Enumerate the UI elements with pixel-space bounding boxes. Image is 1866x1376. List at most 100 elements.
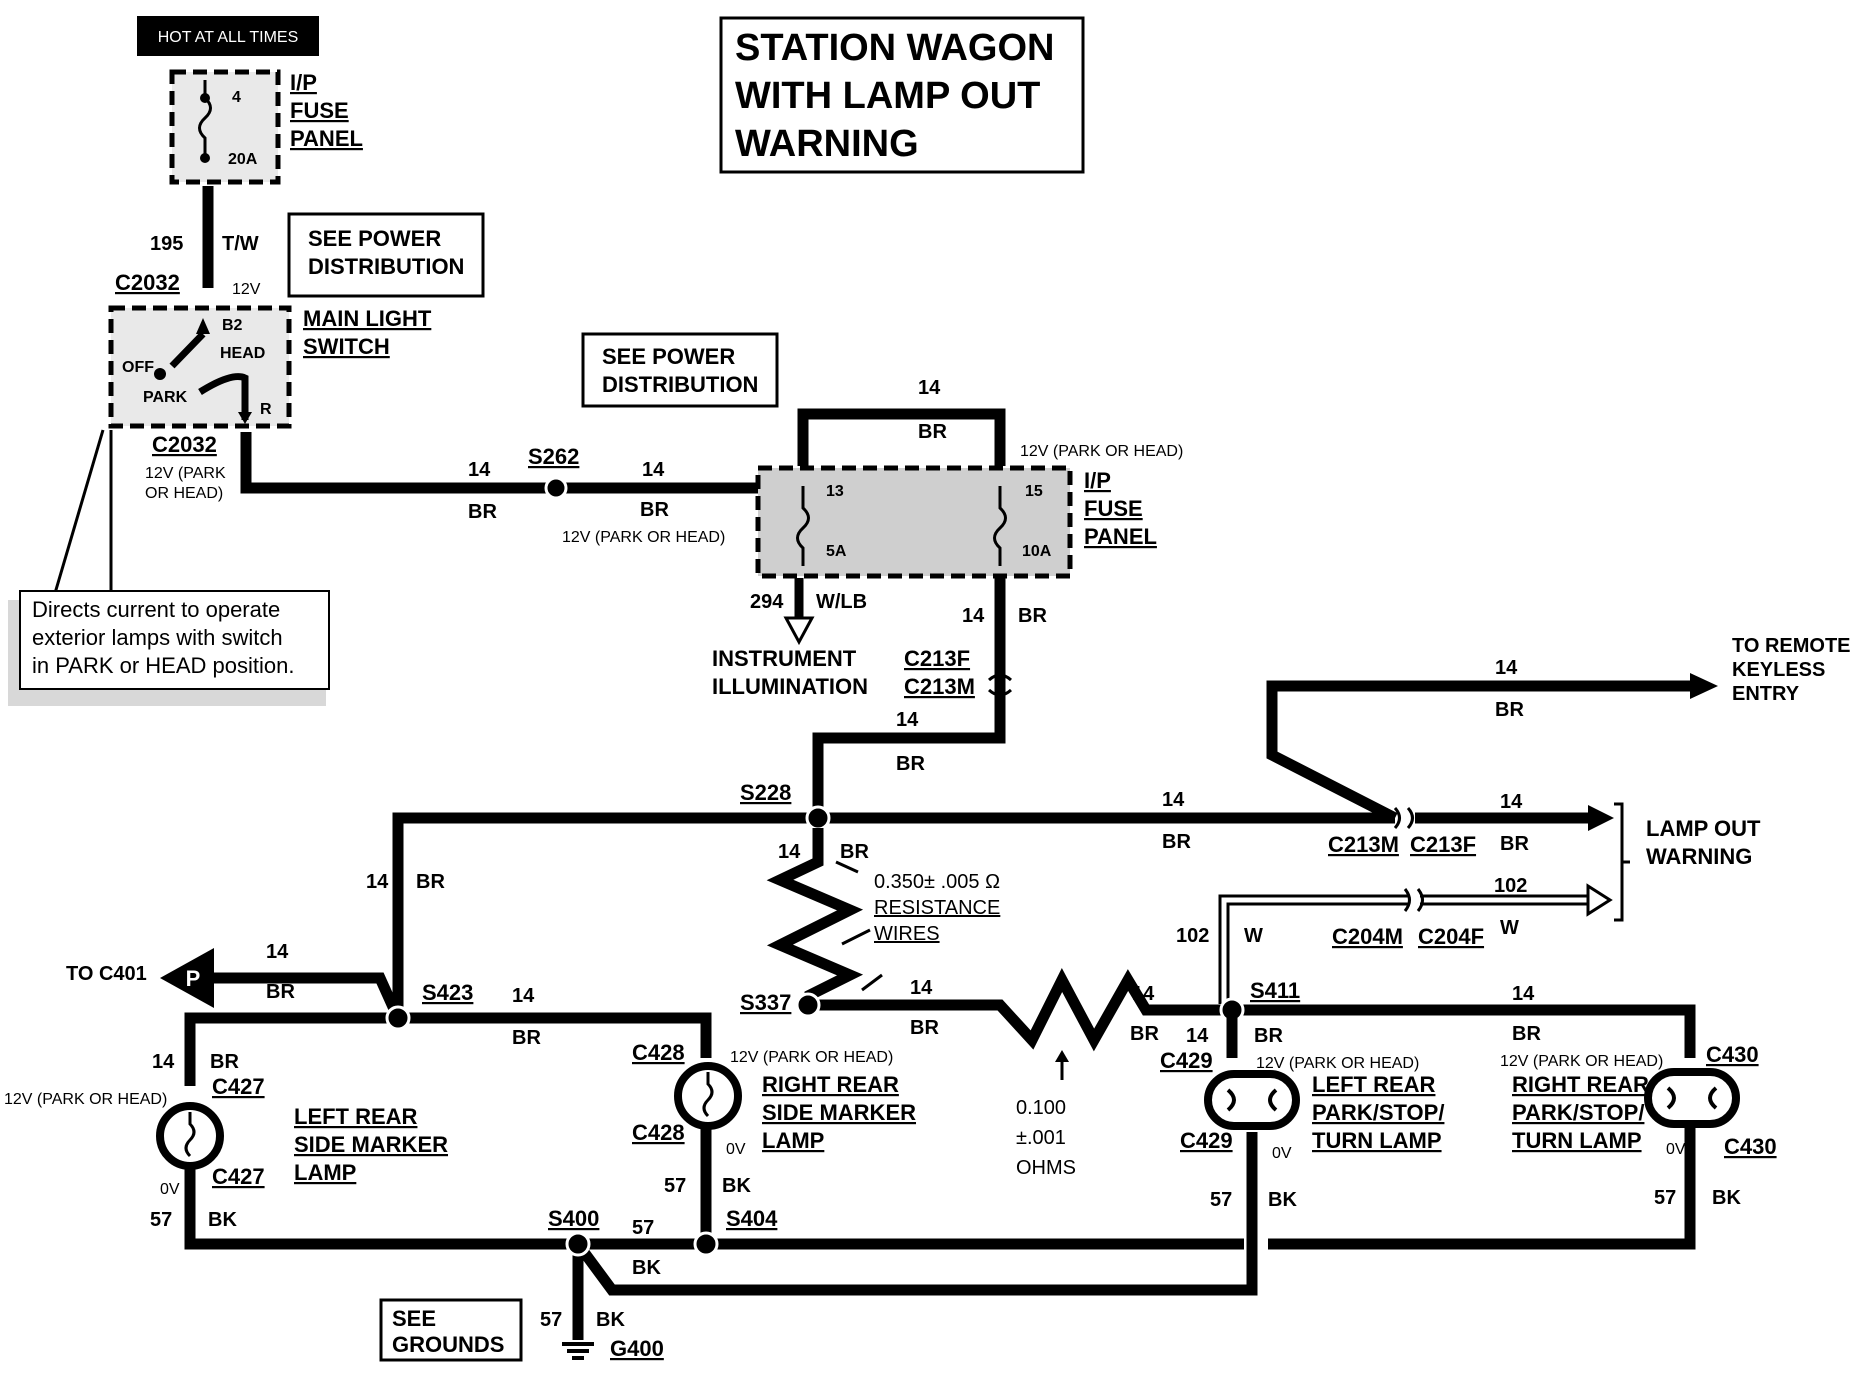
wire-fuse-to-s228 <box>812 578 1006 818</box>
c2032-bottom-label: C2032 <box>152 432 217 457</box>
gauge-14-keyless: 14 <box>1495 657 1518 679</box>
wire-fuse-jumper <box>797 408 1006 466</box>
fuse-13-number: 13 <box>826 483 844 500</box>
title-box: STATION WAGON WITH LAMP OUT WARNING <box>719 16 1085 174</box>
voltage-c427: 12V (PARK OR HEAD) <box>4 1091 167 1108</box>
s262-label: S262 <box>528 444 579 469</box>
wire-102-inner <box>1221 897 1592 1004</box>
gauge-14-k: 14 <box>910 977 933 999</box>
gauge-14-f: 14 <box>1500 791 1523 813</box>
c428-bottom-label: C428 <box>632 1120 685 1145</box>
voltage-c429: 12V (PARK OR HEAD) <box>1256 1055 1419 1072</box>
c430-top-label: C430 <box>1706 1042 1759 1067</box>
br-j: BR <box>512 1027 541 1049</box>
right-side-marker-1: RIGHT REAR <box>762 1072 899 1097</box>
c2032-bottom-voltage-1: 12V (PARK <box>145 465 226 482</box>
voltage-fuse-mid: 12V (PARK OR HEAD) <box>1020 443 1183 460</box>
br-m: BR <box>1512 1023 1541 1045</box>
voltage-c428: 12V (PARK OR HEAD) <box>730 1049 893 1066</box>
fuse-top-label-2: FUSE <box>290 98 349 123</box>
c2032-bottom-voltage-2: OR HEAD) <box>145 485 223 502</box>
br-h: BR <box>840 841 869 863</box>
right-side-marker-3: LAMP <box>762 1128 824 1153</box>
left-side-marker-2: SIDE MARKER <box>294 1132 448 1157</box>
fuse-panel-mid: 13 5A 15 10A I/P FUSE PANEL <box>755 465 1157 579</box>
wire-bus-s228 <box>392 812 1395 1018</box>
fuse-13-rating: 5A <box>826 543 847 560</box>
note-line-1: Directs current to operate <box>32 597 280 622</box>
fuse-mid-label-2: FUSE <box>1084 496 1143 521</box>
br-g: BR <box>416 871 445 893</box>
wire-ground-bus-right <box>1268 1126 1696 1250</box>
right-rear-park-stop-turn-lamp: 12V (PARK OR HEAD) C430 0V C430 RIGHT RE… <box>1500 1042 1777 1159</box>
gauge-14-a: 14 <box>468 459 491 481</box>
splice-s228 <box>805 805 831 831</box>
c427-bottom-label: C427 <box>212 1164 265 1189</box>
c213f-upper-label: C213F <box>904 646 970 671</box>
bk-d: BK <box>1268 1189 1297 1211</box>
splice-s337 <box>795 992 821 1018</box>
see-power-2-line-1: SEE POWER <box>602 344 735 369</box>
resistor-2-line-1: 0.100 <box>1016 1097 1066 1119</box>
gauge-14-g: 14 <box>366 871 389 893</box>
fuse-top-number: 4 <box>232 89 241 106</box>
fuse-top-label-3: PANEL <box>290 126 363 151</box>
c427-top-label: C427 <box>212 1074 265 1099</box>
gauge-14-i: 14 <box>266 941 289 963</box>
gauge-14-j: 14 <box>512 985 535 1007</box>
wire-57-f: 57 <box>540 1309 562 1331</box>
see-power-1-line-2: DISTRIBUTION <box>308 254 464 279</box>
title-line-3: WARNING <box>735 123 919 165</box>
see-grounds-box: SEE GROUNDS <box>379 1298 523 1362</box>
splice-s404 <box>693 1231 719 1257</box>
br-jumper: BR <box>918 421 947 443</box>
bk-c: BK <box>722 1175 751 1197</box>
connector-c204 <box>1403 888 1424 912</box>
switch-r: R <box>260 401 272 418</box>
right-rear-side-marker-lamp: C428 12V (PARK OR HEAD) C428 0V RIGHT RE… <box>632 1040 916 1158</box>
instrument-illumination-1: INSTRUMENT <box>712 646 857 671</box>
switch-head: HEAD <box>220 345 265 362</box>
s400-label: S400 <box>548 1206 599 1231</box>
see-power-distribution-1: SEE POWER DISTRIBUTION <box>287 212 485 298</box>
left-rear-side-marker-lamp: 14 BR C427 12V (PARK OR HEAD) 0V C427 LE… <box>4 1051 448 1198</box>
main-light-switch-label-1: MAIN LIGHT <box>303 306 432 331</box>
left-park-1: LEFT REAR <box>1312 1072 1436 1097</box>
title-line-2: WITH LAMP OUT <box>735 75 1040 117</box>
s423-label: S423 <box>422 980 473 1005</box>
left-side-marker-3: LAMP <box>294 1160 356 1185</box>
title-line-1: STATION WAGON <box>735 27 1054 69</box>
fuse-15-rating: 10A <box>1022 543 1052 560</box>
voltage-c430: 12V (PARK OR HEAD) <box>1500 1053 1663 1070</box>
s337-label: S337 <box>740 990 791 1015</box>
br-l: BR <box>1130 1023 1159 1045</box>
wire-s337-s411 <box>806 968 1696 1058</box>
g400-label: G400 <box>610 1336 664 1361</box>
hot-at-all-times-banner: HOT AT ALL TIMES <box>137 16 319 56</box>
note-line-3: in PARK or HEAD position. <box>32 653 294 678</box>
resistance-pointer-2 <box>841 928 871 946</box>
splice-s262 <box>544 476 568 500</box>
c213m-upper-label: C213M <box>904 674 975 699</box>
bk-f: BK <box>596 1309 625 1331</box>
c2032-top-label: C2032 <box>115 270 180 295</box>
resistor-2-line-2: ±.001 <box>1016 1127 1066 1149</box>
gauge-14-d: 14 <box>896 709 919 731</box>
switch-park: PARK <box>143 389 188 406</box>
lamp-out-bracket <box>1614 802 1630 922</box>
fuse-top-label-1: I/P <box>290 70 317 95</box>
c213f-lower-label: C213F <box>1410 832 1476 857</box>
lamp-out-warning-1: LAMP OUT <box>1646 816 1761 841</box>
to-remote-keyless-2: KEYLESS <box>1732 659 1825 681</box>
zero-v-c428: 0V <box>726 1141 746 1158</box>
connector-c213-upper <box>987 673 1013 697</box>
wire-switch-to-fuse <box>240 432 762 494</box>
resistance-label-2: WIRES <box>874 923 940 945</box>
wire-195-color: T/W <box>222 233 259 255</box>
left-rear-park-stop-turn-lamp: C429 12V (PARK OR HEAD) C429 0V LEFT REA… <box>1160 1048 1444 1162</box>
wire-102-label-left: 102 <box>1176 925 1209 947</box>
br-o: BR <box>210 1051 239 1073</box>
to-remote-keyless-3: ENTRY <box>1732 683 1800 705</box>
bk-b: BK <box>632 1257 661 1279</box>
fuse-panel-top: 4 20A I/P FUSE PANEL <box>169 69 363 185</box>
